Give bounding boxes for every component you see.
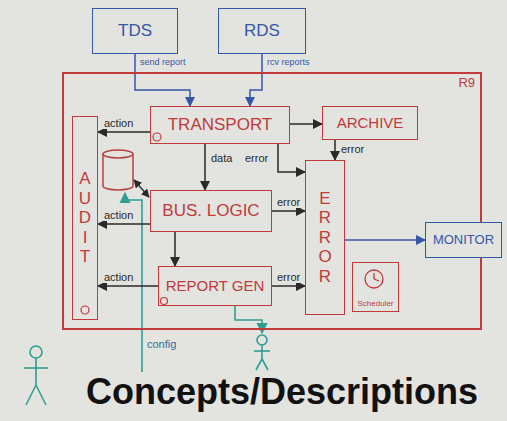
clock-icon <box>365 270 383 288</box>
component-box: ARCHIVE <box>322 106 418 140</box>
database-cylinder <box>103 150 133 190</box>
user-figure <box>24 346 48 405</box>
component-box: BUS. LOGIC <box>150 190 272 232</box>
flow-label: config <box>147 338 176 350</box>
node-label: ARCHIVE <box>337 115 404 132</box>
node-label: AUDIT <box>78 169 92 267</box>
edge-label: rcv reports <box>266 58 311 68</box>
node-label: MONITOR <box>433 233 494 247</box>
edge-label: data <box>210 152 233 164</box>
connector-arrow <box>135 54 190 106</box>
node-label: BUS. LOGIC <box>162 202 259 221</box>
edge-label: action <box>103 271 134 283</box>
component-column: AUDIT <box>72 116 98 320</box>
edge-label: error <box>276 196 301 208</box>
connector-arrow <box>98 223 150 225</box>
component-box: REPORT GEN <box>158 266 272 306</box>
scheduler-box: Scheduler <box>352 262 399 312</box>
edge-label: error <box>276 271 301 283</box>
connector-arrow <box>345 239 425 241</box>
connector-arrow <box>278 144 305 172</box>
node-label: RDS <box>244 22 280 41</box>
edge-label: send report <box>139 58 187 68</box>
node-label: ERROR <box>318 189 332 287</box>
edge-label: action <box>103 209 134 221</box>
connector-arrow <box>290 123 322 125</box>
monitor-box: MONITOR <box>425 222 502 258</box>
user-figure <box>254 335 270 370</box>
component-box: TRANSPORT <box>150 106 290 144</box>
component-column: ERROR <box>305 160 345 315</box>
node-label: TRANSPORT <box>168 116 273 135</box>
node-label: REPORT GEN <box>166 278 265 295</box>
node-label: TDS <box>118 22 152 41</box>
connector-arrow <box>98 131 150 133</box>
system-box: TDS <box>92 8 178 54</box>
database-link <box>134 180 149 197</box>
connector-arrow <box>98 285 158 287</box>
node-label: Scheduler <box>357 300 393 309</box>
edge-label: error <box>340 143 365 155</box>
connector-arrow <box>334 140 336 160</box>
edge-label: action <box>103 117 134 129</box>
connector-arrow <box>272 285 305 287</box>
connector-arrow <box>174 232 176 266</box>
connector-arrow <box>204 144 206 190</box>
system-boundary: R9TRANSPORT ARCHIVE AUDIT BUS. LOGIC ERROR RE… <box>62 72 482 330</box>
caption: Concepts/Descriptions <box>86 374 478 410</box>
connector-arrow <box>272 210 305 212</box>
region-label: R9 <box>458 76 475 90</box>
timer-mark <box>81 133 168 314</box>
edge-label: error <box>244 152 269 164</box>
system-box: RDS <box>218 8 306 54</box>
connector-arrow <box>250 54 262 106</box>
